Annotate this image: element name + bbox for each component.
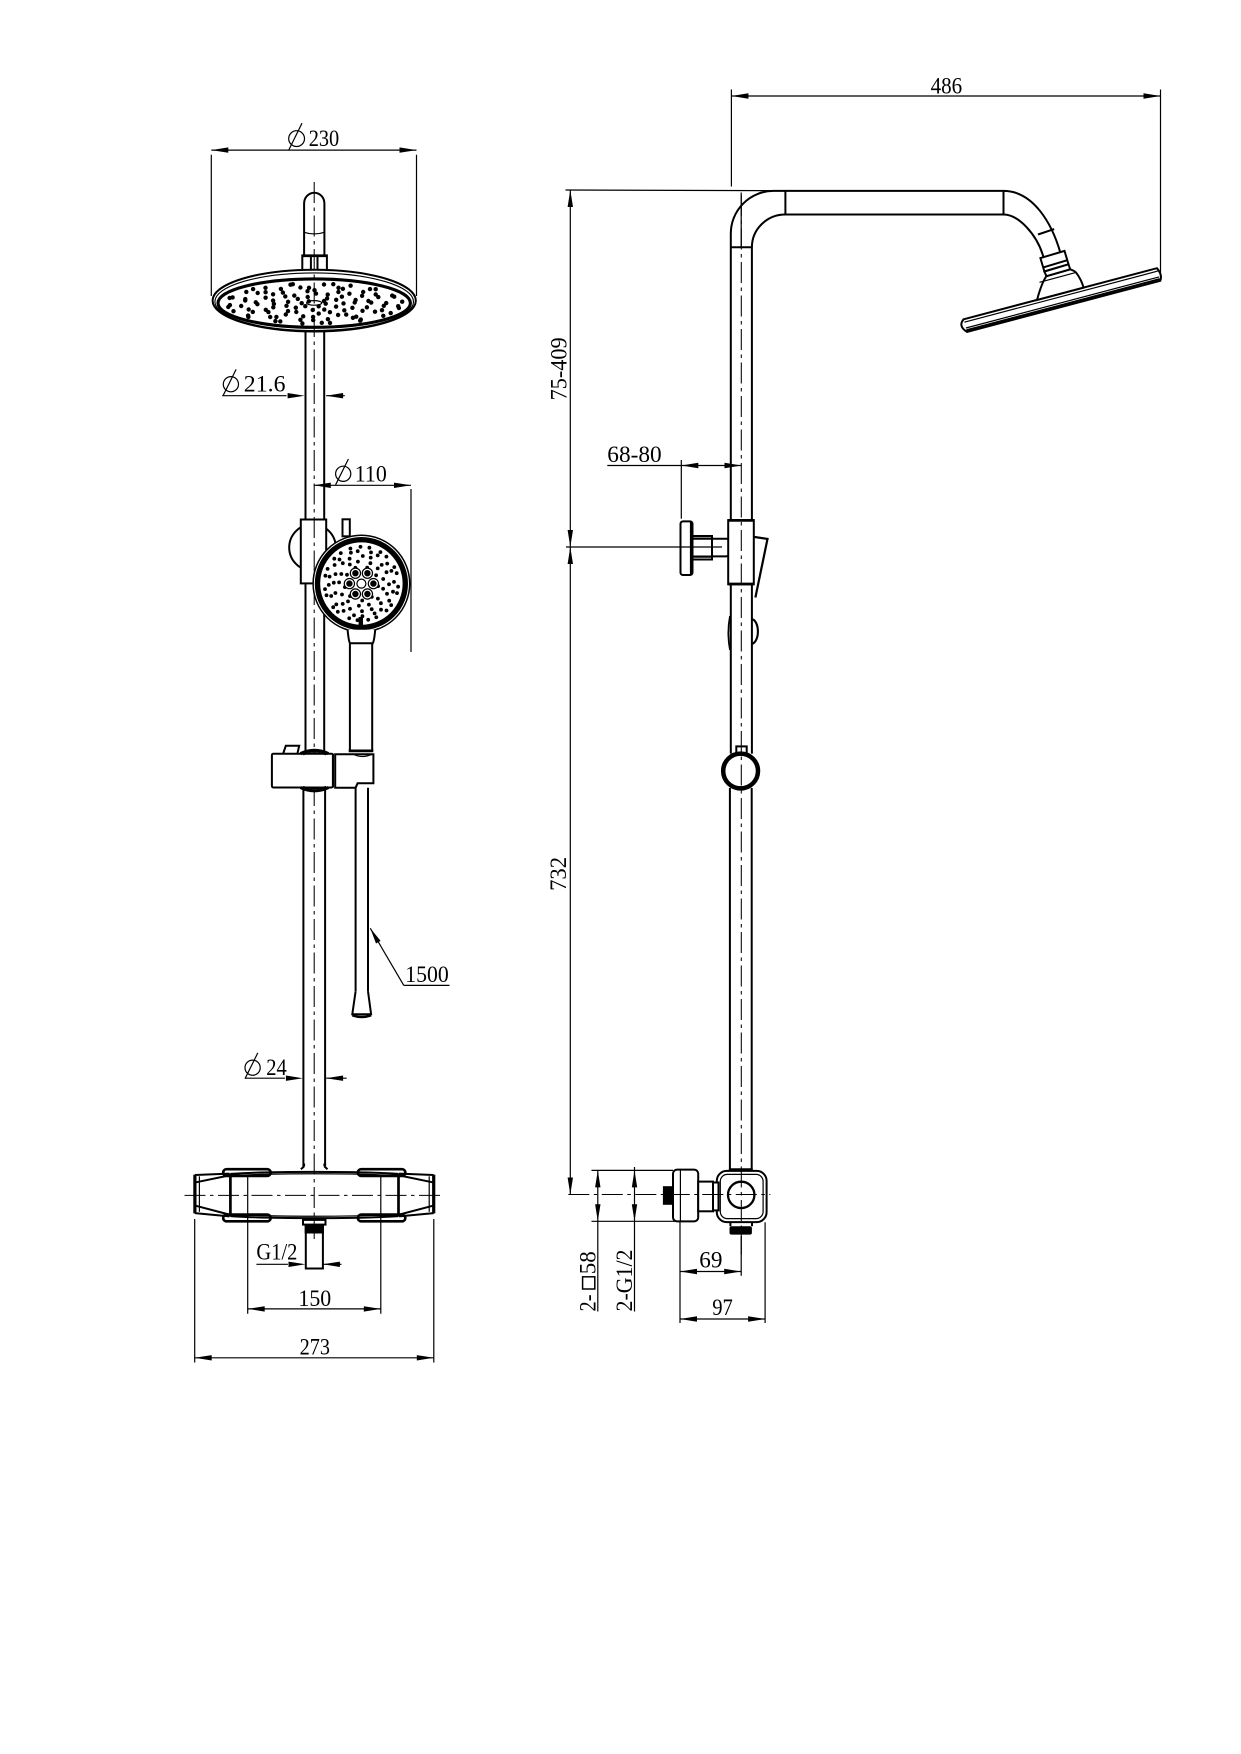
svg-text:75-409: 75-409 xyxy=(547,337,572,400)
svg-text:24: 24 xyxy=(266,1055,287,1080)
svg-text:21.6: 21.6 xyxy=(244,371,286,396)
svg-text:486: 486 xyxy=(931,73,963,98)
svg-text:230: 230 xyxy=(309,126,340,151)
svg-text:97: 97 xyxy=(712,1295,733,1320)
svg-text:2-: 2- xyxy=(576,1295,601,1312)
svg-text:69: 69 xyxy=(699,1247,722,1272)
svg-text:273: 273 xyxy=(300,1335,330,1360)
svg-text:58: 58 xyxy=(576,1251,601,1274)
svg-text:110: 110 xyxy=(355,461,387,486)
svg-text:2-G1/2: 2-G1/2 xyxy=(612,1250,637,1312)
svg-text:150: 150 xyxy=(298,1286,331,1311)
svg-text:732: 732 xyxy=(546,857,571,891)
svg-text:1500: 1500 xyxy=(405,962,449,987)
svg-text:G1/2: G1/2 xyxy=(256,1240,297,1265)
svg-text:68-80: 68-80 xyxy=(607,442,661,467)
